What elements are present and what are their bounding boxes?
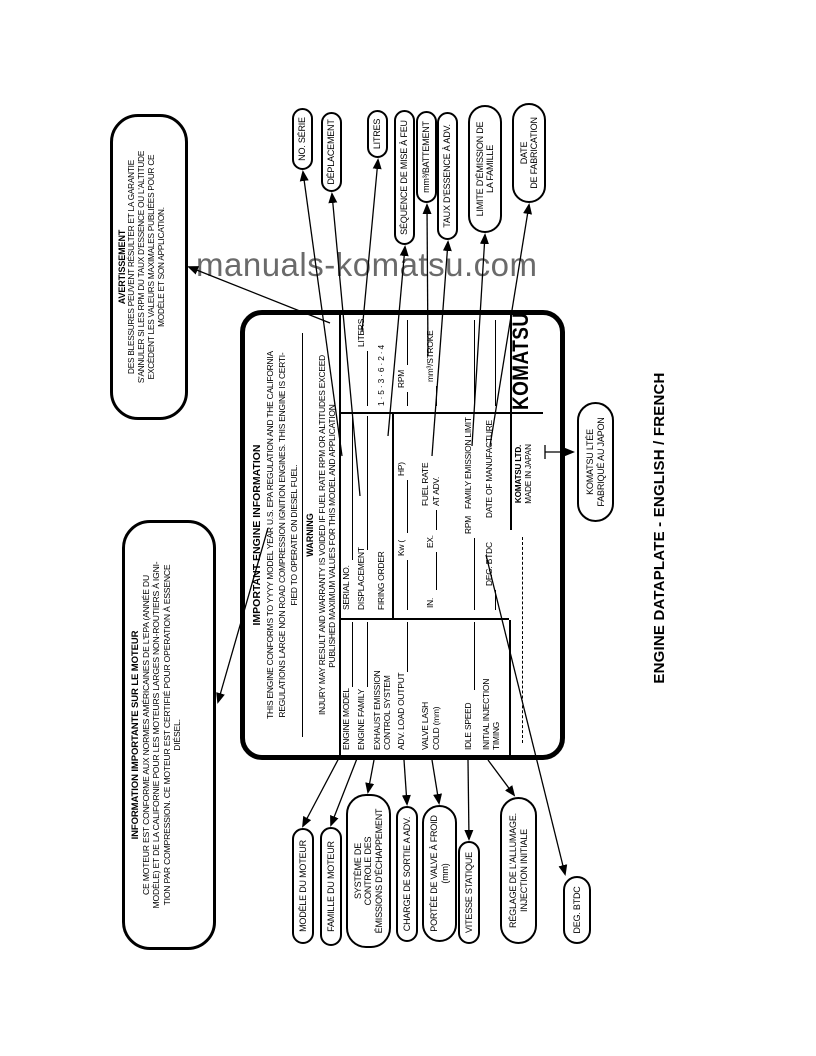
watermark-text: manuals-komatsu.com (196, 246, 538, 283)
